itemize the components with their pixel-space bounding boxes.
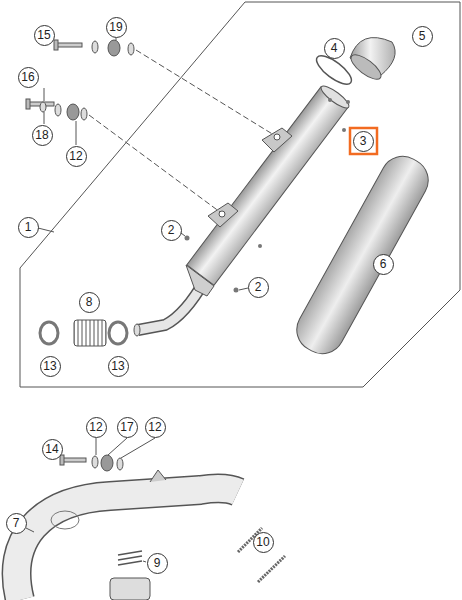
callout-number: 1 xyxy=(18,217,39,238)
callout-number: 4 xyxy=(324,38,345,59)
callout-number: 9 xyxy=(147,553,168,574)
callout-number: 12 xyxy=(66,146,87,167)
callout-number: 18 xyxy=(32,125,53,146)
callout-number: 12 xyxy=(86,417,107,438)
callout-number: 3 xyxy=(353,131,374,152)
callout-number: 10 xyxy=(253,532,274,553)
callout-number: 6 xyxy=(373,254,394,275)
callout-number: 13 xyxy=(108,356,129,377)
callout-number: 19 xyxy=(106,17,127,38)
callout-number: 5 xyxy=(412,26,433,47)
callout-number: 14 xyxy=(42,439,63,460)
callout-number: 7 xyxy=(6,513,27,534)
callout-number: 12 xyxy=(145,417,166,438)
callout-number: 2 xyxy=(248,277,269,298)
callout-number: 15 xyxy=(34,25,55,46)
callout-number: 13 xyxy=(40,356,61,377)
callout-number: 8 xyxy=(79,292,100,313)
callout-number: 2 xyxy=(161,220,182,241)
callout-number: 16 xyxy=(18,67,39,88)
callout-number: 17 xyxy=(117,417,138,438)
